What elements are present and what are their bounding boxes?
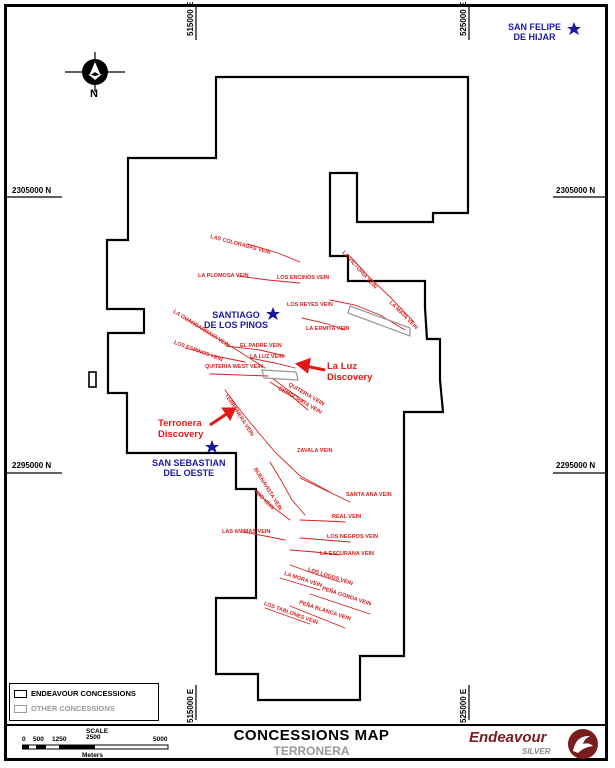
- legend-other-swatch: [14, 705, 27, 714]
- town-san-sebastian[interactable]: SAN SEBASTIAN DEL OESTE: [152, 458, 226, 478]
- grid-label-easting-bottom-right: 525000 E: [459, 688, 468, 723]
- map-legend: ENDEAVOUR CONCESSIONS OTHER CONCESSIONS: [9, 683, 159, 721]
- vein-label-los-negros[interactable]: LOS NEGROS VEIN: [327, 534, 379, 540]
- town-santiago[interactable]: SANTIAGO DE LOS PINOS: [204, 310, 269, 330]
- north-arrow-icon: [65, 52, 125, 92]
- vein-label-la-plomosa[interactable]: LA PLOMOSA VEIN: [198, 273, 249, 279]
- legend-endeavour-label: ENDEAVOUR CONCESSIONS: [31, 689, 136, 698]
- grid-label-northing-upper-left: 2305000 N: [12, 186, 52, 195]
- vein-label-las-animas[interactable]: LAS ANIMAS VEIN: [222, 529, 271, 535]
- scale-tick-0: 0: [22, 736, 26, 743]
- small-concession-parcel[interactable]: [88, 371, 97, 388]
- grid-label-northing-upper-right: 2305000 N: [556, 186, 596, 195]
- title-bar: SCALE 0 500 1250 2500 5000 Meters CONCES…: [4, 724, 608, 761]
- other-concession-laluz[interactable]: [261, 369, 299, 381]
- vein-traces: [184, 243, 415, 629]
- scale-tick-5000: 5000: [153, 736, 168, 743]
- grid-ticks: [7, 7, 608, 720]
- legend-other-label: OTHER CONCESSIONS: [31, 704, 115, 713]
- town-stars: [205, 22, 581, 453]
- legend-endeavour-swatch: [14, 690, 27, 699]
- grid-label-easting-top-left: 515000 E: [186, 1, 195, 36]
- other-concession-reyes[interactable]: [347, 305, 411, 337]
- grid-label-easting-top-right: 525000 E: [459, 1, 468, 36]
- brand-name: Endeavour: [469, 729, 547, 746]
- grid-label-northing-lower-left: 2295000 N: [12, 461, 52, 470]
- scale-tick-1250: 1250: [52, 736, 67, 743]
- vein-label-el-padre[interactable]: EL PADRE VEIN: [240, 343, 282, 349]
- discovery-terronera[interactable]: Terronera Discovery: [158, 418, 204, 440]
- brand-subtitle: SILVER: [522, 747, 551, 756]
- scale-bar: SCALE 0 500 1250 2500 5000 Meters: [10, 728, 190, 760]
- legend-row-endeavour: ENDEAVOUR CONCESSIONS: [14, 689, 136, 699]
- discovery-la-luz[interactable]: La Luz Discovery: [327, 361, 373, 383]
- vein-label-la-ermita[interactable]: LA ERMITA VEIN: [306, 326, 350, 332]
- vein-label-santa-ana[interactable]: SANTA ANA VEIN: [346, 492, 392, 498]
- map-subtitle: TERRONERA: [273, 744, 350, 758]
- santiago-star-icon: [266, 307, 280, 320]
- vein-label-la-escurana[interactable]: LA ESCURANA VEIN: [320, 551, 374, 557]
- other-concessions: [261, 305, 411, 381]
- vein-label-quiteria-west[interactable]: QUITERIA WEST VEIN: [205, 364, 263, 370]
- grid-label-easting-bottom-left: 515000 E: [186, 688, 195, 723]
- vein-label-los-encinos[interactable]: LOS ENCINOS VEIN: [277, 275, 330, 281]
- vein-label-zavala[interactable]: ZAVALA VEIN: [297, 448, 333, 454]
- legend-row-other: OTHER CONCESSIONS: [14, 704, 115, 714]
- scale-bar-graphic: [22, 744, 169, 750]
- scale-tick-2500: 2500: [86, 734, 101, 741]
- scale-label: SCALE: [86, 728, 109, 735]
- vein-label-la-luz[interactable]: LA LUZ VEIN: [250, 354, 284, 360]
- north-arrow-label: N: [90, 88, 98, 100]
- town-san-felipe[interactable]: SAN FELIPE DE HIJAR: [508, 22, 562, 42]
- endeavour-logo-icon: [568, 729, 598, 759]
- grid-label-northing-lower-right: 2295000 N: [556, 461, 596, 470]
- endeavour-concession-boundary[interactable]: [105, 75, 470, 702]
- map-frame: [4, 4, 608, 761]
- scale-unit: Meters: [82, 752, 103, 759]
- vein-label-los-reyes[interactable]: LOS REYES VEIN: [287, 302, 333, 308]
- scale-tick-500: 500: [33, 736, 44, 743]
- map-title: CONCESSIONS MAP: [233, 727, 390, 744]
- vein-label-real[interactable]: REAL VEIN: [332, 514, 362, 520]
- discovery-arrows: [209, 357, 326, 427]
- san-felipe-star-icon: [567, 22, 581, 35]
- san-sebastian-star-icon: [205, 440, 219, 453]
